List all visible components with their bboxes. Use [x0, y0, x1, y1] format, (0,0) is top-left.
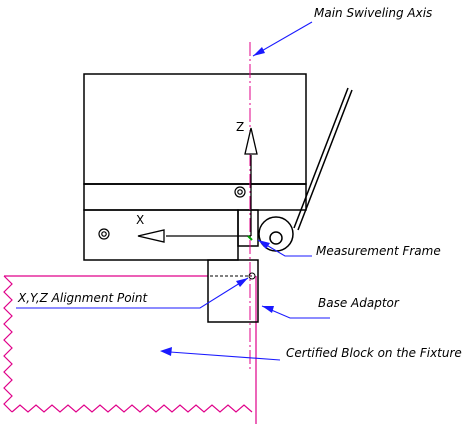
leader-certified-block: [169, 351, 281, 361]
coordinate-axes: [137, 127, 258, 243]
base-adaptor-body: [207, 259, 259, 323]
arrowhead-base-adaptor: [262, 306, 274, 313]
arrowhead-main-axis: [253, 47, 265, 56]
x-axis-arrowhead: [137, 229, 165, 243]
label-base-adaptor: Base Adaptor: [318, 296, 400, 310]
arm-block: [237, 209, 259, 247]
label-certified-block: Certified Block on the Fixture: [286, 346, 462, 360]
x-axis-label: X: [136, 213, 144, 227]
bolt-hole-mid: [234, 186, 246, 198]
bolt-hole-left: [98, 228, 110, 240]
label-main-swiveling-axis: Main Swiveling Axis: [314, 6, 432, 20]
arrowhead-certified-block: [160, 347, 172, 356]
arm-lever-1: [293, 87, 349, 229]
bolt-holes: [98, 186, 246, 240]
z-axis-label: Z: [236, 120, 244, 134]
upper-housing: [83, 73, 307, 185]
arrowhead-measurement-frame: [258, 240, 270, 249]
block-left-zigzag: [3, 275, 13, 413]
mid-housing: [83, 183, 307, 211]
bolt-hole-left-inner: [101, 231, 107, 237]
roller-inner: [269, 231, 283, 245]
leader-alignment-point: [16, 277, 249, 309]
bolt-hole-mid-inner: [237, 189, 243, 195]
certified-block: [3, 275, 257, 424]
swivel-arm: [237, 87, 353, 252]
frame-origin-marker: [247, 235, 253, 241]
z-axis-arrowhead: [244, 127, 258, 155]
alignment-point-marker: [248, 272, 256, 280]
machine-body: [83, 73, 307, 323]
label-alignment-point: X,Y,Z Alignment Point: [17, 291, 148, 305]
block-bottom-zigzag: [11, 404, 253, 413]
leader-arrowheads: [160, 47, 274, 356]
label-measurement-frame: Measurement Frame: [316, 244, 441, 258]
arm-lever-2: [297, 89, 353, 231]
arrowhead-alignment-point: [236, 278, 248, 287]
leader-lines: [16, 21, 330, 361]
